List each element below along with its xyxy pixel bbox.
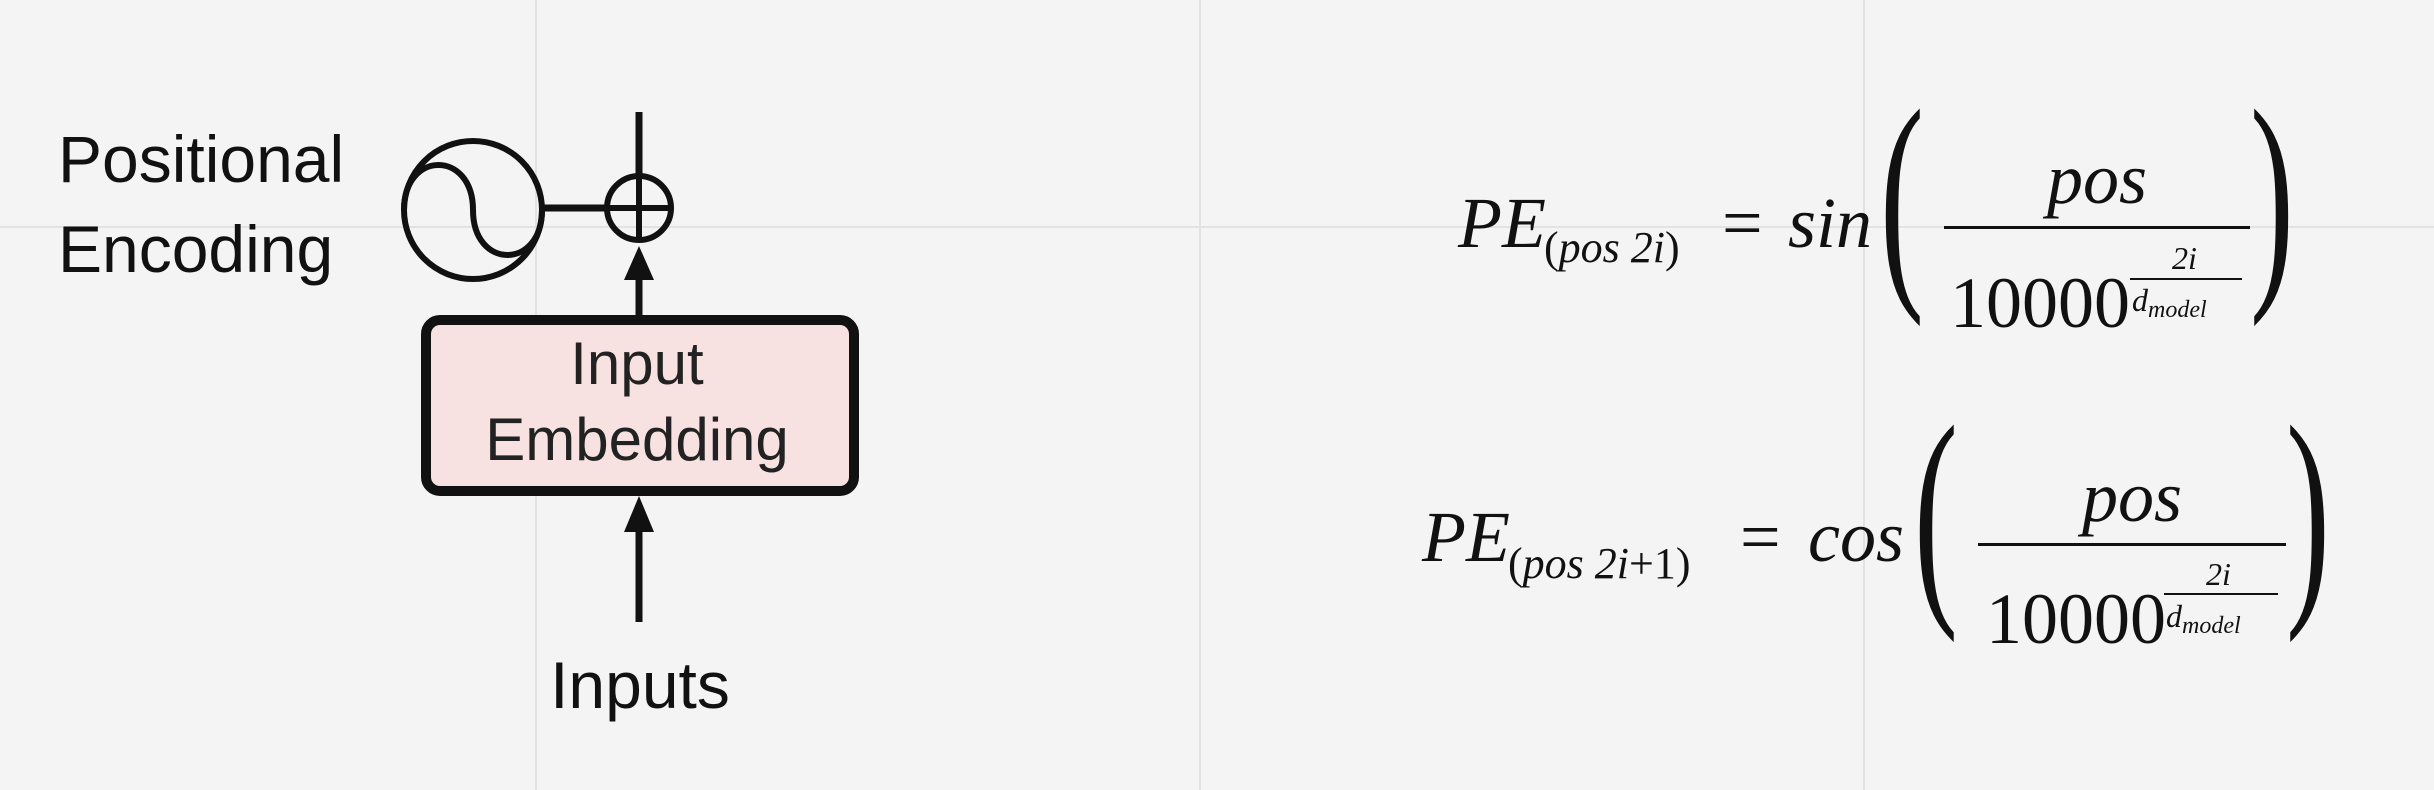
add-icon: [604, 173, 674, 243]
exp-bar: [2164, 593, 2278, 595]
fraction-bar: [1978, 543, 2286, 546]
equals-sign: =: [1740, 497, 1781, 577]
eq-base: 10000: [1986, 579, 2166, 659]
eq-exp-num: 2i: [2172, 240, 2197, 276]
eq-func: sin: [1788, 183, 1873, 263]
input-embedding-box: [421, 315, 859, 496]
eq-base: 10000: [1950, 263, 2130, 343]
right-paren: ): [2250, 61, 2294, 327]
encoding-label: Encoding: [58, 212, 334, 286]
grid-line: [0, 226, 2434, 228]
arrow-up-icon: [624, 496, 654, 532]
sine-wave-icon: [401, 138, 545, 282]
eq-subscript: (pos 2i+1): [1508, 539, 1691, 588]
equals-sign: =: [1722, 183, 1763, 263]
right-paren: ): [2286, 377, 2330, 643]
left-paren: (: [1914, 377, 1958, 643]
grid-line: [1199, 0, 1201, 790]
fraction-bar: [1944, 226, 2250, 229]
inputs-label: Inputs: [550, 648, 730, 722]
embedding-label-line1: Input: [570, 330, 704, 397]
eq-exp-den: dmodel: [2132, 282, 2207, 323]
eq-func: cos: [1808, 497, 1904, 577]
eq-lhs: PE: [1458, 183, 1546, 263]
eq-numerator: pos: [2046, 139, 2148, 219]
eq-exp-num: 2i: [2206, 556, 2231, 592]
arrow-up-icon: [624, 246, 654, 280]
left-paren: (: [1880, 61, 1924, 327]
embedding-label-line2: Embedding: [485, 406, 789, 473]
eq-numerator: pos: [2081, 457, 2183, 537]
exp-bar: [2130, 278, 2242, 280]
grid-line: [1863, 0, 1865, 790]
eq-subscript: (pos 2i): [1544, 223, 1680, 272]
eq-exp-den: dmodel: [2166, 598, 2241, 639]
eq-lhs: PE: [1422, 497, 1510, 577]
positional-label: Positional: [58, 122, 345, 196]
